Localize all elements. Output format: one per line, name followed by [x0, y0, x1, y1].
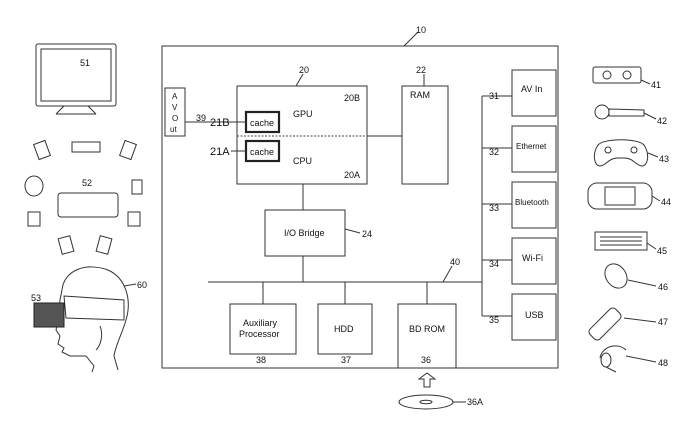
gpu-label: GPU [293, 109, 313, 119]
tv-ref: 51 [80, 58, 90, 68]
ethernet-label: Ethernet [516, 142, 547, 151]
gpu-cache-label: cache [250, 118, 274, 128]
hmd-visor-ref: 53 [31, 293, 41, 303]
av-out-char-4: ut [170, 125, 177, 134]
bdrom-box [397, 303, 457, 369]
av-out-char-2: V [172, 103, 178, 112]
io-bridge-ref: 24 [362, 229, 372, 239]
mouse-icon [604, 263, 628, 289]
wifi-ref: 34 [489, 259, 499, 269]
hdd-ref: 37 [341, 355, 351, 365]
keyboard-icon [594, 231, 648, 251]
remote-icon [588, 307, 622, 341]
ram-box [401, 85, 449, 185]
aux-ref: 38 [256, 355, 266, 365]
ethernet-box [511, 125, 557, 173]
av-out-char-3: O [172, 114, 178, 123]
bluetooth-ref: 33 [489, 203, 499, 213]
handheld-console-icon [587, 182, 653, 210]
remote-ref: 47 [658, 317, 668, 327]
av-out-char-1: A [172, 92, 178, 101]
av-out-box [164, 87, 186, 137]
apu-box [236, 85, 368, 185]
aux-label-2: Processor [239, 329, 280, 339]
camera-icon [592, 66, 642, 84]
cpu-cache-ref: 21A [210, 146, 230, 158]
headset-icon [599, 345, 627, 373]
system-leader [403, 31, 419, 47]
keyboard-leader [646, 242, 657, 250]
aux-label-1: Auxiliary [243, 318, 278, 328]
io-bridge-leader [344, 228, 361, 234]
bdrom-label: BD ROM [409, 324, 445, 334]
bus-ref: 40 [450, 257, 460, 267]
camera-leader [640, 79, 651, 85]
remote-leader [623, 317, 657, 323]
handheld-leader [651, 195, 661, 202]
disc-hole-icon [419, 399, 433, 405]
apu-leader [295, 73, 304, 87]
av-in-block: AV In 31 [482, 69, 557, 117]
motion-controller-leader [643, 112, 657, 120]
aux-box [229, 303, 297, 355]
wifi-box [511, 237, 557, 285]
wifi-block: Wi-Fi 34 [482, 237, 557, 285]
ethernet-block: Ethernet 32 [482, 125, 557, 173]
av-in-label: AV In [521, 84, 542, 94]
bluetooth-box [511, 181, 557, 229]
disc-ref: 36A [467, 397, 483, 407]
av-in-ref: 31 [489, 91, 499, 101]
gpu-cache-ref: 21B [210, 117, 230, 129]
bluetooth-block: Bluetooth 33 [482, 181, 557, 229]
usb-label: USB [525, 310, 544, 320]
av-out-ref: 39 [196, 113, 206, 123]
ram-ref: 22 [416, 65, 426, 75]
ethernet-ref: 32 [489, 147, 499, 157]
usb-box [511, 293, 557, 341]
tv-icon [35, 43, 117, 115]
av-in-box [511, 69, 557, 117]
cpu-cache-label: cache [250, 147, 274, 157]
bus-leader [442, 265, 453, 283]
motion-controller-icon [594, 104, 645, 120]
keyboard-ref: 45 [657, 246, 667, 256]
gamepad-ref: 43 [659, 154, 669, 164]
cpu-label: CPU [293, 156, 312, 166]
wifi-label: Wi-Fi [522, 253, 543, 263]
user-leader [123, 283, 137, 287]
usb-ref: 35 [489, 315, 499, 325]
camera-ref: 41 [651, 80, 661, 90]
system-ref: 10 [416, 25, 426, 35]
motion-controller-ref: 42 [657, 116, 667, 126]
gamepad-leader [647, 152, 659, 158]
mouse-leader [627, 279, 657, 287]
gamepad-icon [593, 139, 649, 167]
hdd-box [317, 303, 373, 355]
apu-ref: 20 [299, 65, 309, 75]
handheld-ref: 44 [661, 197, 671, 207]
hdd-label: HDD [334, 324, 354, 334]
disc-arrow-icon [417, 372, 437, 388]
cpu-ref: 20A [344, 170, 360, 180]
headset-leader [625, 355, 657, 363]
speakers-ref: 52 [82, 178, 92, 188]
usb-block: USB 35 [482, 293, 557, 341]
gpu-ref: 20B [344, 93, 360, 103]
mouse-ref: 46 [658, 282, 668, 292]
bluetooth-label: Bluetooth [515, 198, 549, 207]
hmd-user-icon [33, 266, 129, 373]
bdrom-ref: 36 [421, 355, 431, 365]
ram-label: RAM [410, 90, 430, 100]
io-bridge-label: I/O Bridge [284, 228, 325, 238]
user-ref: 60 [137, 280, 147, 290]
speakers-icon [24, 139, 143, 255]
headset-ref: 48 [658, 358, 668, 368]
io-bridge-box [264, 209, 346, 257]
